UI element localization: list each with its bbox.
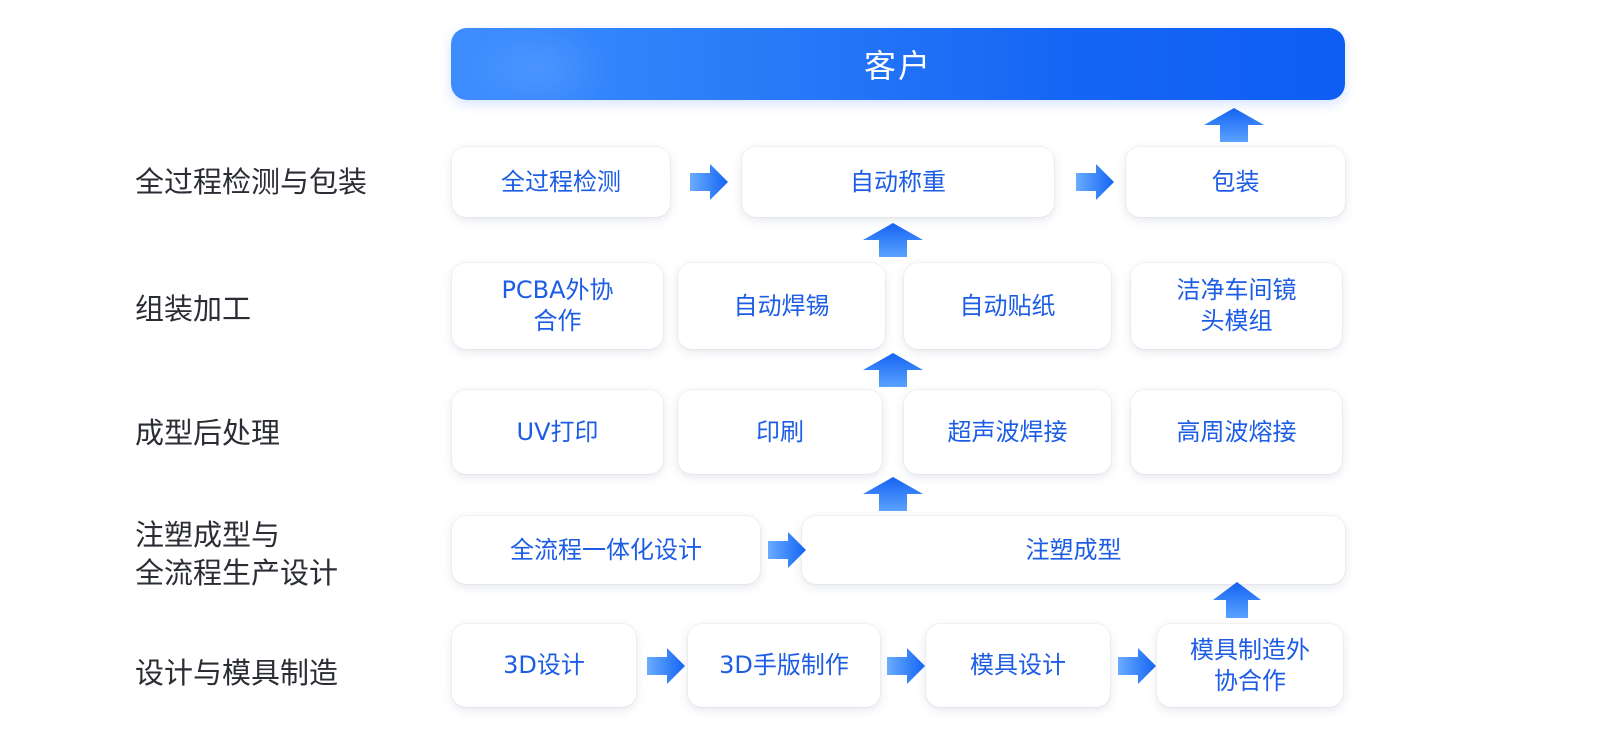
arrow-right-icon bbox=[1076, 164, 1114, 200]
node-mold-outsourcing: 模具制造外 协合作 bbox=[1157, 624, 1343, 707]
arrow-right-icon bbox=[690, 164, 728, 200]
row-label-injection-design: 注塑成型与 全流程生产设计 bbox=[135, 518, 339, 590]
row-label-inspection-packaging: 全过程检测与包装 bbox=[135, 165, 368, 199]
node-ultrasonic-welding: 超声波焊接 bbox=[904, 390, 1111, 474]
node-3d-design: 3D设计 bbox=[452, 624, 636, 707]
node-auto-soldering: 自动焊锡 bbox=[678, 263, 885, 349]
node-injection-molding: 注塑成型 bbox=[802, 516, 1345, 584]
row-label-assembly: 组装加工 bbox=[135, 292, 252, 326]
node-full-inspection: 全过程检测 bbox=[452, 147, 670, 217]
node-uv-printing: UV打印 bbox=[452, 390, 663, 474]
row-label-post-processing: 成型后处理 bbox=[135, 416, 281, 450]
node-pcba-outsourcing: PCBA外协 合作 bbox=[452, 263, 663, 349]
node-cleanroom-lens: 洁净车间镜 头模组 bbox=[1131, 263, 1342, 349]
node-auto-labeling: 自动贴纸 bbox=[904, 263, 1111, 349]
arrow-up-icon bbox=[863, 223, 923, 257]
node-mold-design: 模具设计 bbox=[926, 624, 1110, 707]
row-label-design-mold: 设计与模具制造 bbox=[135, 656, 339, 690]
customer-label: 客户 bbox=[863, 47, 932, 85]
node-integrated-design: 全流程一体化设计 bbox=[452, 516, 760, 584]
arrow-right-icon bbox=[887, 648, 925, 684]
customer-banner: 客户 bbox=[451, 28, 1345, 100]
arrow-up-icon bbox=[1213, 582, 1261, 618]
arrow-up-icon bbox=[863, 353, 923, 387]
arrow-up-icon bbox=[1204, 108, 1264, 142]
node-printing: 印刷 bbox=[678, 390, 882, 474]
arrow-right-icon bbox=[647, 648, 685, 684]
arrow-right-icon bbox=[1118, 648, 1156, 684]
node-packaging: 包装 bbox=[1126, 147, 1345, 217]
node-auto-weighing: 自动称重 bbox=[742, 147, 1054, 217]
node-hf-welding: 高周波熔接 bbox=[1131, 390, 1342, 474]
arrow-up-icon bbox=[863, 477, 923, 511]
node-3d-prototype: 3D手版制作 bbox=[688, 624, 880, 707]
arrow-right-icon bbox=[768, 532, 806, 568]
